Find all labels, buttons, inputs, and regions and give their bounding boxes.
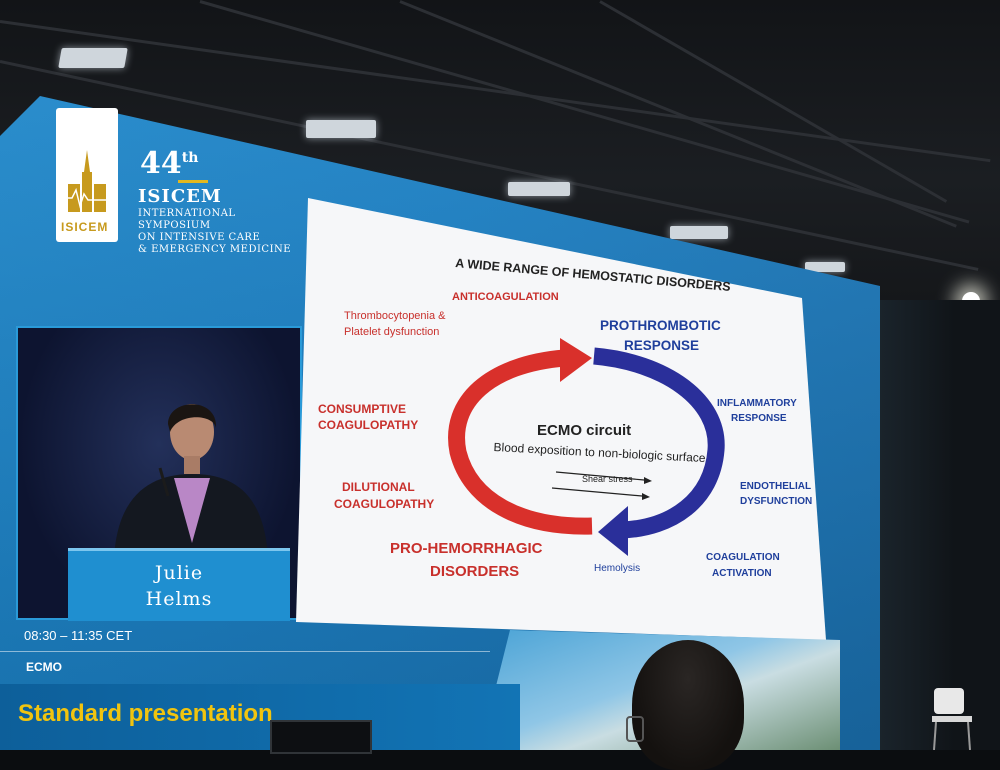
label-anticoagulation: ANTICOAGULATION — [452, 291, 559, 303]
label-endothelial: ENDOTHELIAL — [740, 481, 812, 492]
symposium-line: INTERNATIONAL — [138, 208, 236, 219]
label-inflammatory: INFLAMMATORY — [717, 398, 797, 409]
glasses-icon — [626, 716, 644, 742]
edition-suffix: th — [181, 150, 199, 166]
ceiling-light — [670, 226, 728, 239]
label-dilutional-2: COAGULOPATHY — [334, 497, 435, 511]
label-coagulation-2: ACTIVATION — [712, 568, 772, 579]
label-pro-hemorrhagic: PRO-HEMORRHAGIC — [390, 540, 543, 557]
label-dilutional: DILUTIONAL — [342, 480, 415, 494]
session-time: 08:30 – 11:35 CET — [24, 628, 133, 643]
speaker-first-name: Julie — [154, 562, 204, 584]
ceiling-truss — [399, 0, 957, 228]
audience-head — [632, 640, 744, 770]
session-topic: ECMO — [26, 660, 62, 674]
label-prothrombotic: PROTHROMBOTIC — [600, 318, 721, 333]
label-inflammatory-2: RESPONSE — [731, 413, 787, 424]
session-type: Standard presentation — [18, 700, 273, 727]
ceiling-light — [58, 48, 128, 68]
symposium-line: & EMERGENCY MEDICINE — [138, 244, 292, 255]
symposium-name: ISICEM — [138, 186, 222, 207]
session-type-band — [0, 684, 520, 750]
speaker-figure — [114, 404, 268, 558]
shear-stress-label: Shear stress — [582, 474, 633, 484]
label-hemolysis: Hemolysis — [594, 563, 641, 574]
ecmo-circuit-title: ECMO circuit — [537, 422, 632, 439]
ceiling-light — [306, 120, 376, 138]
podium — [68, 548, 290, 621]
label-thrombocytopenia: Thrombocytopenia & — [344, 310, 446, 322]
speaker-last-name: Helms — [145, 588, 213, 610]
ceiling-light — [508, 182, 570, 196]
cathedral-icon — [62, 150, 112, 212]
edition-number: 44th — [140, 146, 199, 181]
label-endothelial-2: DYSFUNCTION — [740, 496, 813, 507]
band-divider — [0, 651, 490, 652]
stage-monitor — [270, 720, 372, 754]
chair-icon — [932, 688, 972, 750]
label-platelet: Platelet dysfunction — [344, 326, 440, 338]
symposium-line: ON INTENSIVE CARE — [138, 232, 261, 243]
label-coagulation: COAGULATION — [706, 552, 780, 563]
logo-text: ISICEM — [61, 220, 109, 234]
label-disorders: DISORDERS — [430, 563, 520, 580]
label-consumptive-2: COAGULOPATHY — [318, 418, 419, 432]
edition-underline — [178, 180, 208, 183]
label-consumptive: CONSUMPTIVE — [318, 402, 407, 416]
symposium-line: SYMPOSIUM — [138, 220, 211, 231]
label-prothrombotic-2: RESPONSE — [624, 338, 700, 353]
